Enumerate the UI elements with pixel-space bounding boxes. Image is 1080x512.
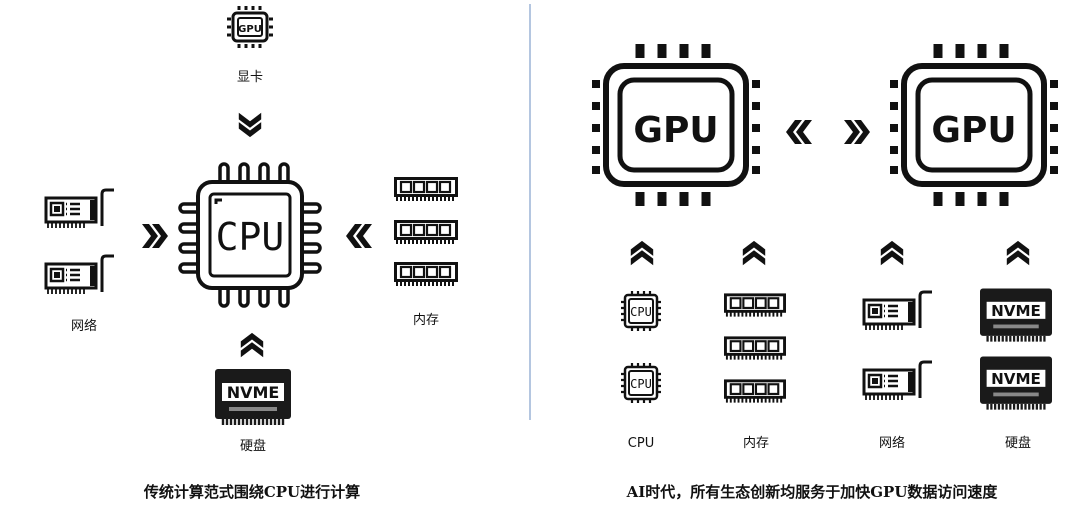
nvme-card-icon bbox=[980, 288, 1052, 343]
memory-stick-icon bbox=[724, 293, 786, 319]
network-card-icon bbox=[862, 290, 934, 332]
cpu-small-icon bbox=[619, 289, 663, 333]
column-label-memory: 内存 bbox=[743, 435, 769, 451]
column-label-cpu: CPU bbox=[628, 436, 654, 451]
network-label: 网络 bbox=[71, 318, 97, 334]
left-caption: 传统计算范式围绕CPU进行计算 bbox=[143, 483, 360, 501]
disk-label: 硬盘 bbox=[240, 438, 266, 454]
cpu-small-icon bbox=[619, 361, 663, 405]
column-label-network: 网络 bbox=[879, 435, 905, 451]
memory-stick-icon bbox=[724, 379, 786, 405]
memory-stick-icon bbox=[394, 177, 458, 203]
chevron-right-icon bbox=[142, 224, 168, 248]
memory-stick-icon bbox=[724, 336, 786, 362]
right-caption: AI时代，所有生态创新均服务于加快GPU数据访问速度 bbox=[626, 483, 999, 501]
cpu-chip-text: CPU bbox=[216, 215, 285, 259]
network-card-icon bbox=[44, 254, 116, 296]
gpu-chip-icon: GPU bbox=[592, 44, 760, 206]
chevron-left-icon bbox=[786, 120, 812, 144]
chevron-up-icon bbox=[880, 240, 904, 266]
chevron-up-icon bbox=[742, 240, 766, 266]
gpu-small-icon: GPU bbox=[227, 6, 273, 48]
chevron-up-icon bbox=[630, 240, 654, 266]
gpu-chip-text: GPU bbox=[931, 110, 1016, 151]
chevron-left-icon bbox=[346, 224, 372, 248]
column-label-disk: 硬盘 bbox=[1005, 435, 1031, 451]
gpu-label: 显卡 bbox=[237, 70, 263, 85]
gpu-small-chip-text: GPU bbox=[238, 24, 262, 35]
network-card-icon bbox=[44, 188, 116, 230]
memory-stick-icon bbox=[394, 262, 458, 288]
network-card-icon bbox=[862, 360, 934, 402]
memory-label: 内存 bbox=[413, 312, 439, 328]
chevron-right-icon bbox=[844, 120, 870, 144]
nvme-card-icon bbox=[980, 356, 1052, 411]
memory-stick-icon bbox=[394, 220, 458, 246]
nvme-card-icon bbox=[215, 369, 291, 427]
gpu-chip-icon: GPU bbox=[890, 44, 1058, 206]
cpu-chip-icon: CPU bbox=[178, 162, 322, 308]
chevron-up-icon bbox=[240, 332, 264, 358]
gpu-chip-text: GPU bbox=[633, 110, 718, 151]
chevron-up-icon bbox=[1006, 240, 1030, 266]
chevron-down-icon bbox=[238, 112, 262, 138]
